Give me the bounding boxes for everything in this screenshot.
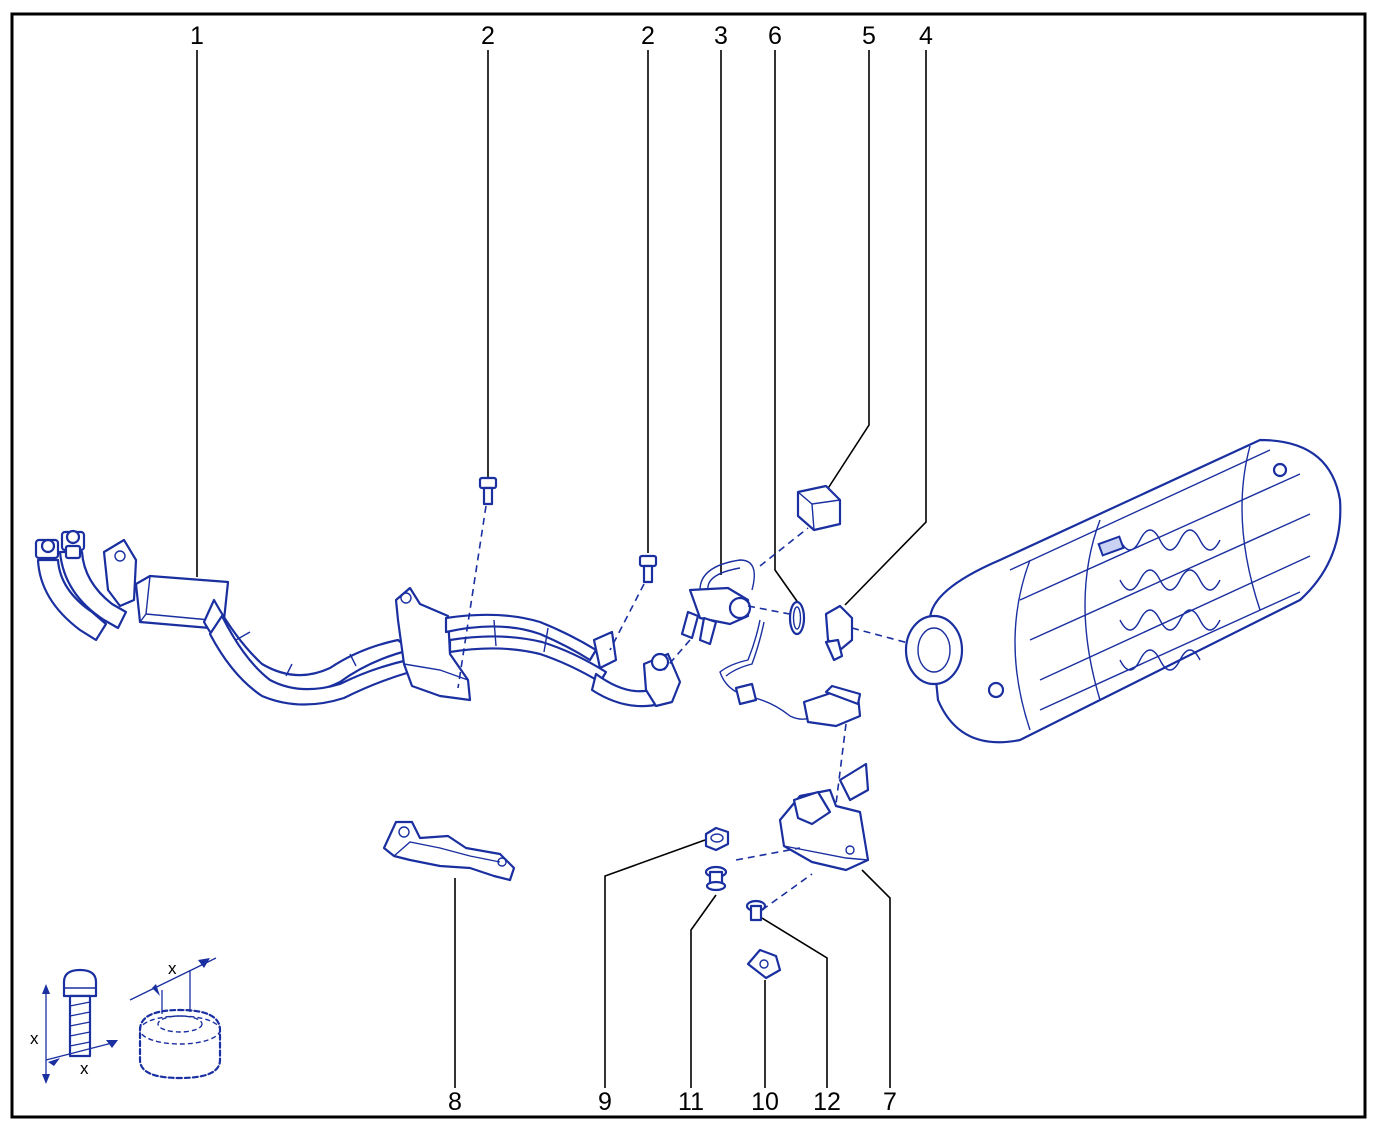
nut-9 [704, 826, 730, 852]
callout-labels: 1 2 2 3 6 5 4 8 9 11 10 12 7 [190, 22, 933, 1116]
diagram-border [10, 12, 1367, 1119]
bracket-8 [382, 820, 516, 882]
clip-5 [796, 484, 842, 532]
particulate-filter-canister [904, 438, 1342, 744]
clip-nut-10 [746, 948, 782, 980]
legend-bolt: x x [30, 968, 118, 1084]
sensor-valve-3 [663, 527, 809, 671]
callout-10: 10 [751, 1088, 779, 1116]
callout-3: 3 [714, 22, 728, 50]
bolt-2-right [609, 554, 658, 651]
o-ring-6 [788, 600, 806, 636]
legend-nut: x [129, 957, 222, 1080]
dimension-x-nut: x [168, 959, 177, 978]
dimension-x-width: x [80, 1059, 89, 1078]
callout-5: 5 [862, 22, 876, 50]
wiring-harness [719, 619, 862, 821]
dimension-legend: x x x [30, 957, 222, 1084]
pipe-assembly [34, 529, 682, 708]
callout-4: 4 [919, 22, 933, 50]
callout-9: 9 [598, 1088, 612, 1116]
dimension-x-height: x [30, 1029, 39, 1048]
clamp-4 [824, 604, 913, 662]
leader-lines [196, 50, 927, 1088]
callout-1: 1 [190, 22, 204, 50]
bolt-12 [745, 899, 767, 922]
bracket-7 [735, 762, 870, 911]
callout-2-bolt-left: 2 [481, 22, 495, 50]
callout-6: 6 [768, 22, 782, 50]
callout-2-bolt-right: 2 [641, 22, 655, 50]
stud-11 [704, 865, 728, 892]
callout-8: 8 [448, 1088, 462, 1116]
callout-12: 12 [813, 1088, 841, 1116]
bolt-2-left [457, 476, 498, 689]
callout-11: 11 [678, 1088, 704, 1116]
callout-7: 7 [883, 1088, 897, 1116]
